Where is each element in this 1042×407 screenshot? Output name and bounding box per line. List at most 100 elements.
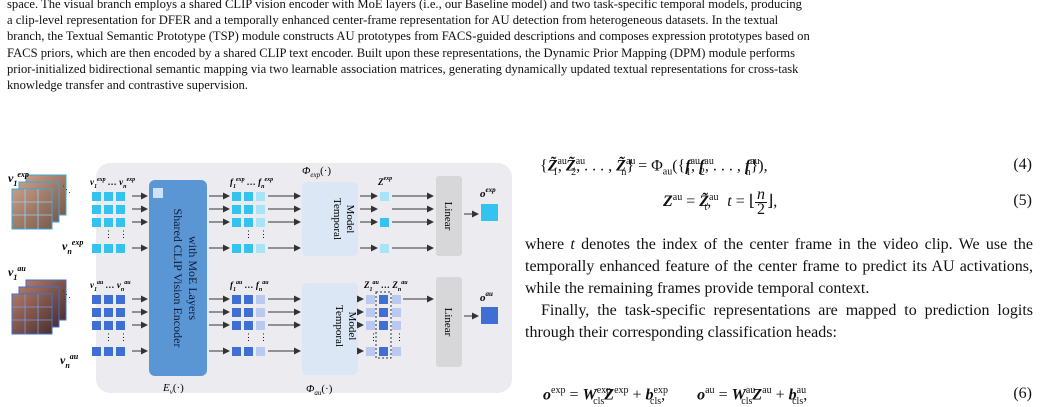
z-au-token (392, 321, 401, 330)
au-token (92, 295, 101, 304)
exp-token (92, 205, 101, 214)
z-au-token (366, 295, 375, 304)
exp-token (104, 205, 113, 214)
caption-line: prior-initialized bidirectional semantic… (7, 61, 799, 76)
exp-token (116, 205, 125, 214)
z-au-token (379, 347, 388, 356)
z-au-token (379, 308, 388, 317)
caption-line: FACS priors, which are then encoded by a… (7, 45, 795, 60)
temporal-label-exp: Temporal (331, 198, 343, 240)
temporal-label-exp-2: Model (344, 205, 356, 234)
faded-token (256, 347, 265, 356)
linear-label-au: Linear (442, 308, 454, 337)
faded-token (256, 218, 265, 227)
exp-feature-token (244, 192, 253, 201)
exp-token (116, 218, 125, 227)
ellipsis: ⋮ (244, 332, 253, 342)
caption-line: a clip-level representation for DFER and… (7, 13, 779, 28)
ellipsis: ⋮ (104, 229, 113, 239)
linear-label-exp: Linear (442, 202, 454, 231)
exp-feature-token (244, 244, 253, 253)
exp-token (104, 244, 113, 253)
output-exp (481, 204, 498, 221)
ellipsis: ⋮ (369, 332, 378, 342)
output-au (481, 307, 498, 324)
phi-au-label: Φau(·) (306, 383, 333, 397)
z-au-token (392, 308, 401, 317)
equation-6: oexp = WexpclsZexp + bexpcls, oau = Wauc… (543, 385, 808, 407)
exp-token (92, 244, 101, 253)
au-token (116, 321, 125, 330)
au-feature-token (232, 308, 241, 317)
faded-token (256, 295, 265, 304)
exp-token (92, 218, 101, 227)
architecture-figure: ⋱ v1exp vnexp ⋱ v1au vnau ⋮⋮⋮⋮⋮⋮⋮⋮⋮⋮ Sha… (8, 163, 512, 397)
au-token (116, 295, 125, 304)
exp-token (104, 218, 113, 227)
center-frame-box (375, 291, 392, 359)
exp-token (116, 244, 125, 253)
au-feature-token (232, 321, 241, 330)
exp-feature-token (232, 218, 241, 227)
svg-text:⋱: ⋱ (62, 184, 71, 194)
temporal-label-au-2: Model (346, 312, 358, 341)
equation-6-number: (6) (1013, 385, 1032, 402)
encoder-label-2: with MoE Layers (186, 236, 200, 320)
exp-feature-token (232, 205, 241, 214)
z-au-token (366, 321, 375, 330)
caption-line: space. The visual branch employs a share… (7, 0, 802, 11)
paragraph-1: where t denotes the index of the center … (525, 236, 1034, 297)
temporal-label-au: Temporal (333, 305, 345, 347)
z-au-token (366, 347, 375, 356)
faded-token (256, 192, 265, 201)
phi-exp-label: Φexp(·) (302, 165, 331, 179)
faded-token (256, 321, 265, 330)
encoder-label-1: Shared CLIP Vision Encoder (171, 209, 185, 348)
temporal-model-exp (302, 182, 358, 256)
body-text: where t denotes the index of the center … (525, 234, 1033, 344)
z-au-token (379, 295, 388, 304)
au-feature-token (244, 321, 253, 330)
temporal-model-au (302, 283, 358, 375)
z-exp-center-token (380, 218, 389, 227)
au-token (104, 321, 113, 330)
lock-icon (153, 188, 163, 198)
z-exp-label: Zexp (377, 176, 392, 187)
ellipsis: ⋮ (244, 229, 253, 239)
z-au-token (366, 308, 375, 317)
exp-input-frames: ⋱ (11, 174, 71, 230)
au-feature-token (244, 308, 253, 317)
ellipsis: ⋮ (395, 332, 404, 342)
linear-head-au (436, 277, 462, 367)
exp-feature-token (244, 218, 253, 227)
z-exp-token (380, 192, 389, 201)
exp-feature-token (244, 205, 253, 214)
caption-line: knowledge transfer and contrastive super… (7, 78, 248, 93)
linear-head-exp (436, 176, 462, 256)
au-token (116, 347, 125, 356)
exp-token (116, 192, 125, 201)
v1-au-label: v1au (8, 264, 26, 282)
vn-au-label: vnau (60, 352, 79, 370)
ellipsis: ⋮ (119, 229, 128, 239)
exp-token (92, 192, 101, 201)
au-token (104, 308, 113, 317)
paragraph-2: Finally, the task-specific representatio… (525, 302, 1033, 341)
equation-4-number: (4) (1013, 156, 1032, 173)
vn-exp-label: vnexp (62, 238, 83, 256)
au-input-frames: ⋱ (11, 279, 71, 335)
token-grids: ⋮⋮⋮⋮⋮⋮⋮⋮⋮⋮ (92, 192, 404, 359)
equation-4: {Z̃au1, Z̃au2, . . . , Z̃aun} = Φau({fau… (540, 156, 768, 178)
equation-5-number: (5) (1013, 192, 1032, 209)
au-token (116, 308, 125, 317)
z-au-token (379, 321, 388, 330)
au-feature-token (244, 295, 253, 304)
z-au-token (392, 347, 401, 356)
faded-token (256, 205, 265, 214)
au-feature-token (232, 347, 241, 356)
au-token (104, 347, 113, 356)
ellipsis: ⋮ (104, 332, 113, 342)
caption-line: branch, the Textual Semantic Prototype (… (7, 29, 810, 44)
z-exp-token (380, 244, 389, 253)
